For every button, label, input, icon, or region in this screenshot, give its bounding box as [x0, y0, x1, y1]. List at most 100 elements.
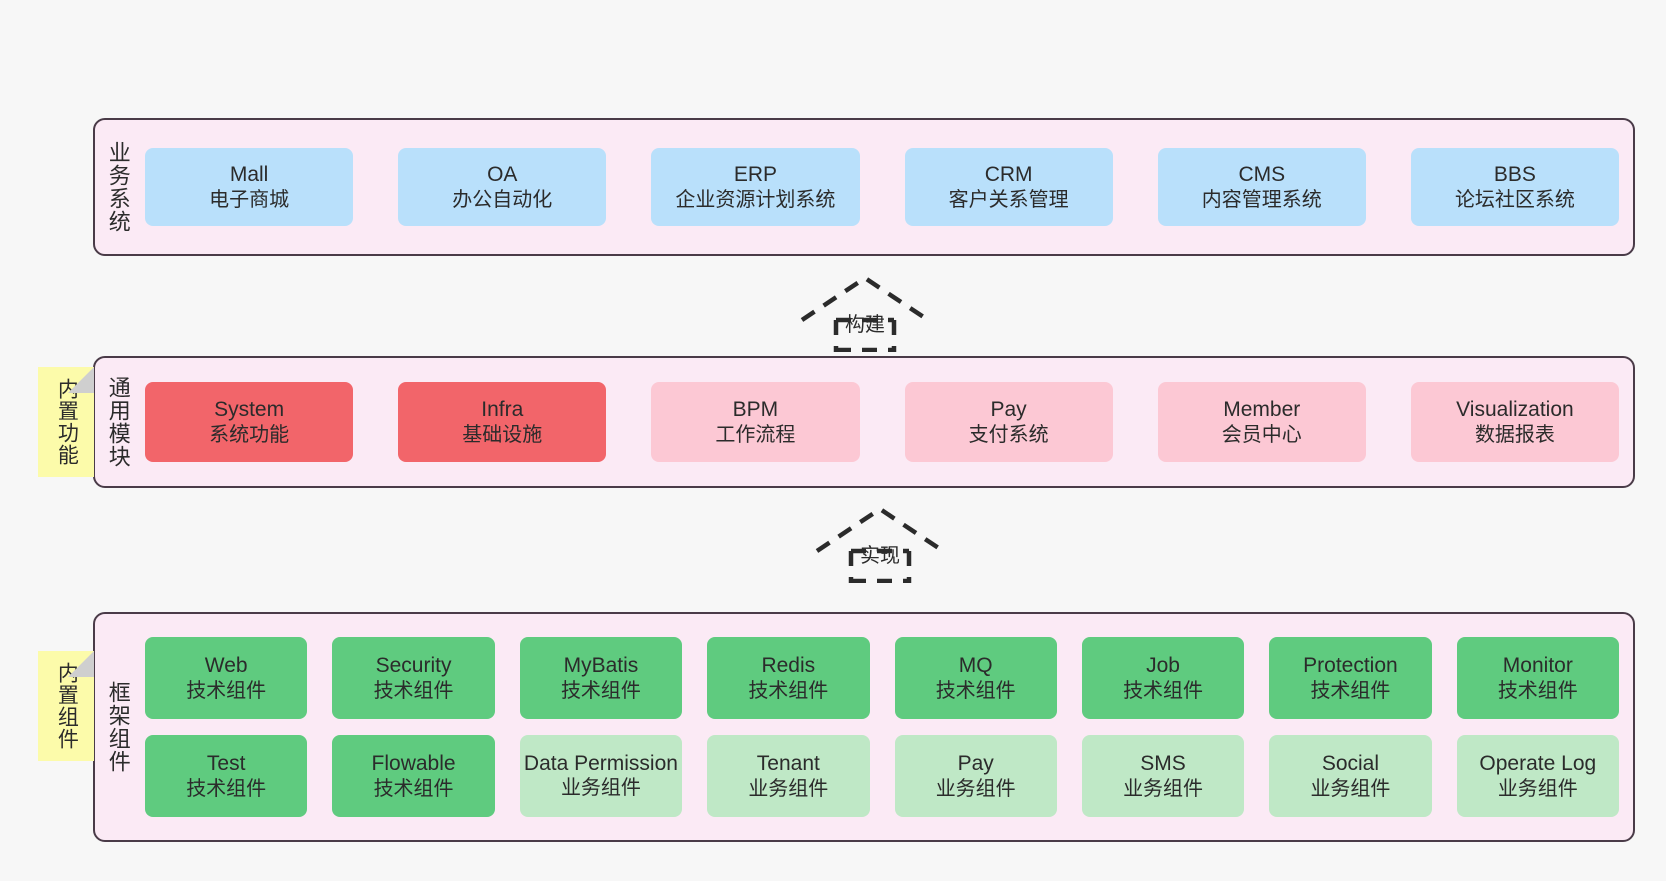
node-pay-module-sub: 支付系统: [968, 423, 1049, 446]
node-web-sub: 技术组件: [186, 679, 267, 702]
node-pay-module[interactable]: Pay 支付系统: [904, 382, 1113, 462]
node-bpm-sub: 工作流程: [715, 423, 796, 446]
connector-implement: 实现: [805, 503, 955, 584]
node-social[interactable]: Social 业务组件: [1269, 735, 1432, 817]
node-redis-title: Redis: [761, 654, 816, 677]
node-visualization-title: Visualization: [1456, 398, 1574, 421]
node-flowable-title: Flowable: [371, 752, 456, 775]
node-oa-title: OA: [487, 163, 518, 186]
connector-implement-label: 实现: [860, 545, 900, 567]
node-system-sub: 系统功能: [209, 423, 290, 446]
node-protection-sub: 技术组件: [1310, 679, 1391, 702]
node-flowable-sub: 技术组件: [373, 777, 454, 800]
node-monitor-sub: 技术组件: [1497, 679, 1578, 702]
node-mybatis[interactable]: MyBatis 技术组件: [519, 637, 683, 719]
node-crm[interactable]: CRM 客户关系管理: [904, 148, 1113, 226]
node-tenant-sub: 业务组件: [748, 777, 829, 800]
node-mall-title: Mall: [229, 163, 269, 186]
layer-common-body: System 系统功能 Infra 基础设施 BPM 工作流程 Pay 支付系统…: [141, 358, 1633, 486]
node-bpm-title: BPM: [732, 398, 779, 421]
common-node-row: System 系统功能 Infra 基础设施 BPM 工作流程 Pay 支付系统…: [145, 382, 1620, 462]
node-infra[interactable]: Infra 基础设施: [398, 382, 607, 462]
node-erp[interactable]: ERP 企业资源计划系统: [651, 148, 860, 226]
node-visualization[interactable]: Visualization 数据报表: [1410, 382, 1620, 462]
node-operate-log[interactable]: Operate Log 业务组件: [1456, 735, 1619, 817]
node-sms[interactable]: SMS 业务组件: [1081, 735, 1245, 817]
layer-framework-body: Web 技术组件 Security 技术组件 MyBatis 技术组件 Redi…: [141, 614, 1633, 840]
node-monitor[interactable]: Monitor 技术组件: [1456, 637, 1619, 719]
node-security-title: Security: [375, 654, 452, 677]
node-data-permission-title: Data Permission: [523, 751, 678, 775]
node-job-title: Job: [1146, 654, 1180, 677]
layer-business-body: Mall 电子商城 OA 办公自动化 ERP 企业资源计划系统 CRM 客户关系…: [141, 120, 1633, 254]
node-sms-title: SMS: [1140, 752, 1186, 775]
node-web-title: Web: [204, 654, 248, 677]
node-redis[interactable]: Redis 技术组件: [707, 637, 870, 719]
sticky-note-builtin-functions: 内置功能: [38, 367, 94, 477]
layer-business-systems[interactable]: 业务系统 Mall 电子商城 OA 办公自动化 ERP 企业资源计划系统 CRM: [93, 118, 1635, 256]
layer-business-title: 业务系统: [105, 141, 131, 233]
node-mall-sub: 电子商城: [209, 188, 290, 211]
node-infra-sub: 基础设施: [462, 423, 543, 446]
node-social-sub: 业务组件: [1310, 777, 1391, 800]
node-pay-component[interactable]: Pay 业务组件: [894, 735, 1057, 817]
node-bbs-sub: 论坛社区系统: [1454, 188, 1575, 211]
layer-framework-components[interactable]: 框架组件 Web 技术组件 Security 技术组件 MyBatis 技术组件: [93, 612, 1635, 842]
node-web[interactable]: Web 技术组件: [145, 637, 308, 719]
node-sms-sub: 业务组件: [1123, 777, 1204, 800]
framework-rows: Web 技术组件 Security 技术组件 MyBatis 技术组件 Redi…: [145, 625, 1619, 829]
node-oa[interactable]: OA 办公自动化: [398, 148, 607, 226]
node-pay-component-sub: 业务组件: [935, 777, 1016, 800]
node-protection[interactable]: Protection 技术组件: [1269, 637, 1432, 719]
node-crm-title: CRM: [984, 163, 1033, 186]
node-oa-sub: 办公自动化: [452, 188, 553, 211]
node-monitor-title: Monitor: [1502, 654, 1573, 677]
node-test-sub: 技术组件: [186, 777, 267, 800]
node-operate-log-title: Operate Log: [1479, 752, 1597, 775]
node-cms-sub: 内容管理系统: [1201, 188, 1322, 211]
node-pay-component-title: Pay: [957, 752, 994, 775]
node-data-permission[interactable]: Data Permission 业务组件: [519, 735, 683, 817]
connector-implement-arrow: [815, 506, 945, 584]
node-tenant-title: Tenant: [756, 752, 820, 775]
node-mybatis-title: MyBatis: [563, 654, 639, 677]
framework-row-2: Test 技术组件 Flowable 技术组件 Data Permission …: [145, 735, 1619, 817]
node-mq-title: MQ: [958, 654, 993, 677]
node-protection-title: Protection: [1303, 654, 1398, 677]
node-security[interactable]: Security 技术组件: [332, 637, 495, 719]
node-mq-sub: 技术组件: [935, 679, 1016, 702]
node-job-sub: 技术组件: [1123, 679, 1204, 702]
node-bpm[interactable]: BPM 工作流程: [651, 382, 860, 462]
node-member-title: Member: [1223, 398, 1301, 421]
connector-build-arrow: [800, 275, 930, 353]
node-test-title: Test: [206, 752, 246, 775]
node-data-permission-sub: 业务组件: [560, 776, 641, 799]
node-test[interactable]: Test 技术组件: [145, 735, 308, 817]
node-mq[interactable]: MQ 技术组件: [894, 637, 1057, 719]
node-cms[interactable]: CMS 内容管理系统: [1157, 148, 1366, 226]
node-visualization-sub: 数据报表: [1474, 423, 1555, 446]
node-mall[interactable]: Mall 电子商城: [145, 148, 354, 226]
node-job[interactable]: Job 技术组件: [1081, 637, 1245, 719]
node-redis-sub: 技术组件: [748, 679, 829, 702]
node-operate-log-sub: 业务组件: [1497, 777, 1578, 800]
node-crm-sub: 客户关系管理: [948, 188, 1069, 211]
node-bbs-title: BBS: [1493, 163, 1536, 186]
node-member[interactable]: Member 会员中心: [1157, 382, 1366, 462]
sticky-note-builtin-functions-label: 内置功能: [55, 378, 79, 466]
node-erp-sub: 企业资源计划系统: [675, 188, 836, 211]
node-flowable[interactable]: Flowable 技术组件: [332, 735, 495, 817]
connector-build-label: 构建: [845, 314, 885, 336]
sticky-note-builtin-components-label: 内置组件: [55, 662, 79, 750]
node-member-sub: 会员中心: [1221, 423, 1302, 446]
node-infra-title: Infra: [481, 398, 524, 421]
node-system[interactable]: System 系统功能: [145, 382, 354, 462]
layer-framework-title: 框架组件: [105, 681, 131, 773]
node-bbs[interactable]: BBS 论坛社区系统: [1410, 148, 1620, 226]
node-tenant[interactable]: Tenant 业务组件: [707, 735, 870, 817]
node-pay-module-title: Pay: [990, 398, 1027, 421]
node-social-title: Social: [1321, 752, 1380, 775]
layer-common-modules[interactable]: 通用模块 System 系统功能 Infra 基础设施 BPM 工作流程 Pay: [93, 356, 1635, 488]
connector-build: 构建: [790, 272, 940, 353]
